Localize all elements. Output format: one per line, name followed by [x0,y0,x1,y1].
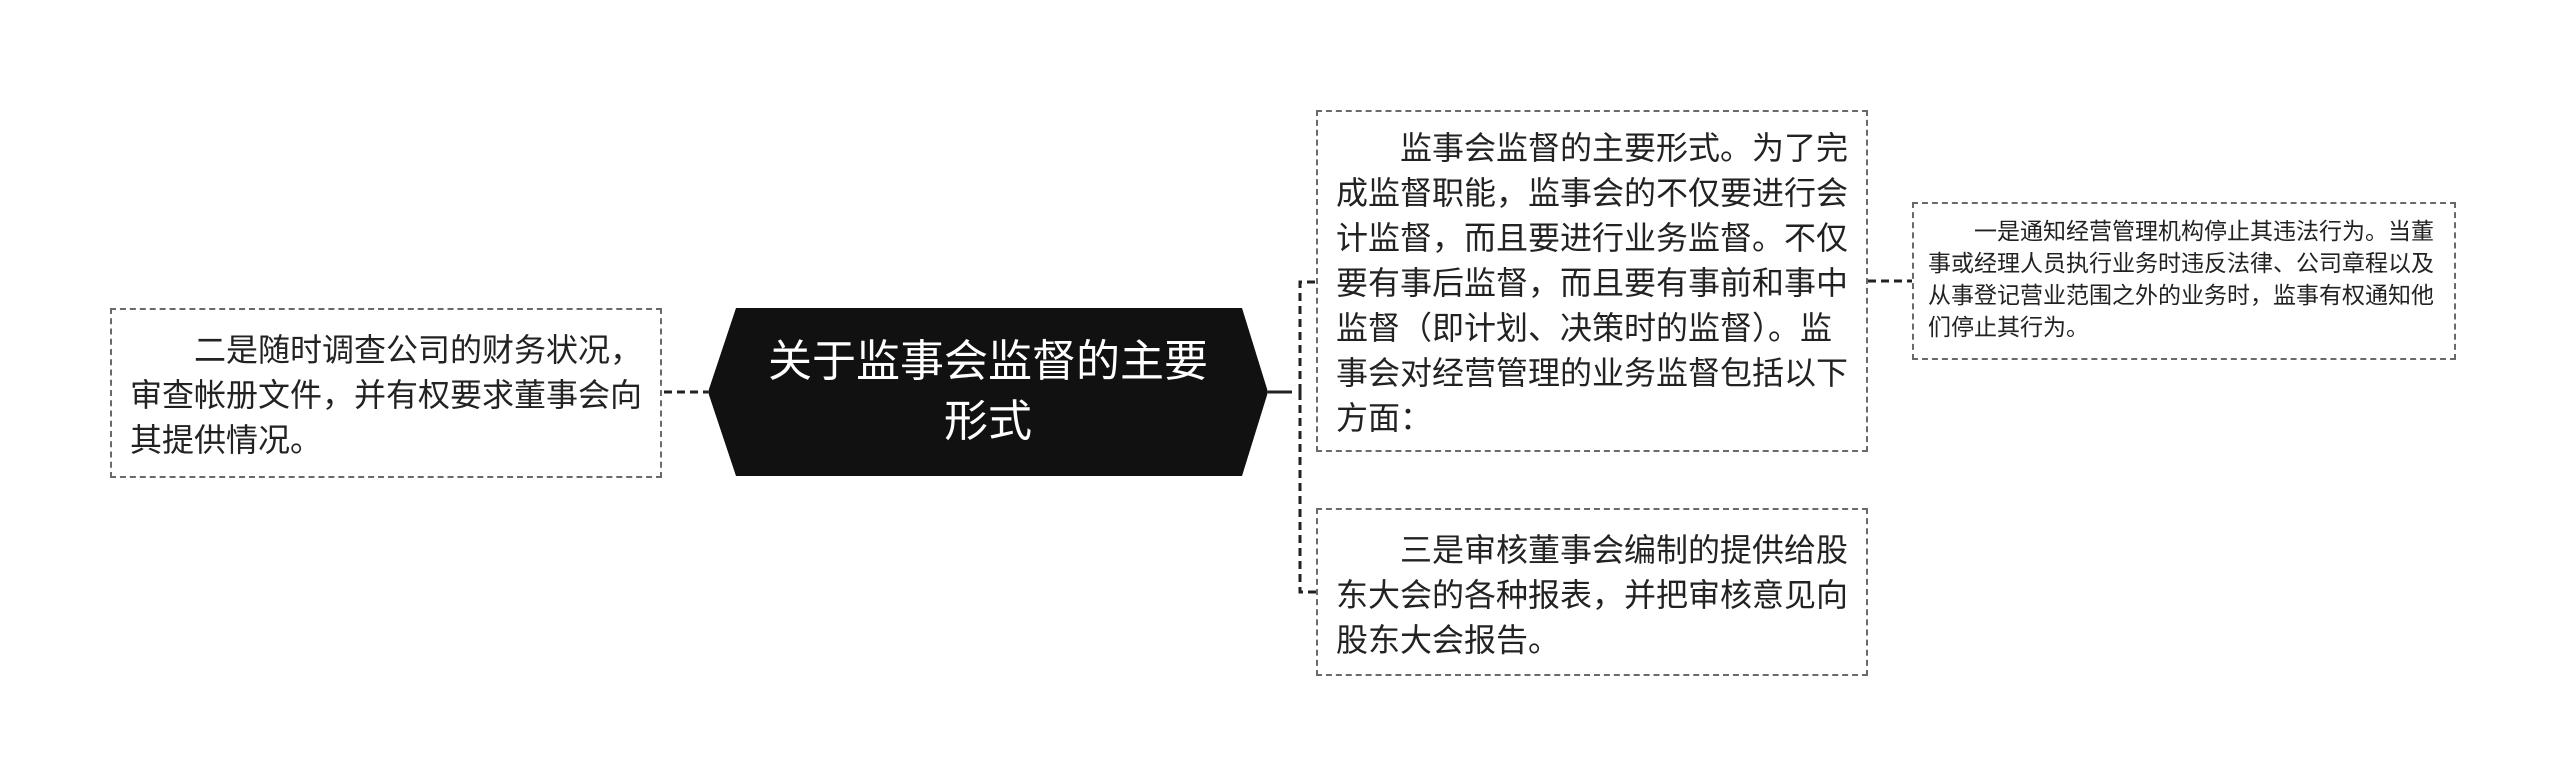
root-node-label: 关于监事会监督的主要形式 [768,336,1208,447]
right-topic-node-2: 三是审核董事会编制的提供给股东大会的各种报表，并把审核意见向股东大会报告。 [1316,508,1868,676]
right-topic-node-1: 监事会监督的主要形式。为了完成监督职能，监事会的不仅要进行会计监督，而且要进行业… [1316,110,1868,452]
sub-topic-node: 一是通知经营管理机构停止其违法行为。当董事或经理人员执行业务时违反法律、公司章程… [1912,202,2456,360]
left-topic-node: 二是随时调查公司的财务状况，审查帐册文件，并有权要求董事会向其提供情况。 [110,308,662,478]
root-node-shape [708,308,1268,476]
connector-right-branch [1298,280,1316,594]
